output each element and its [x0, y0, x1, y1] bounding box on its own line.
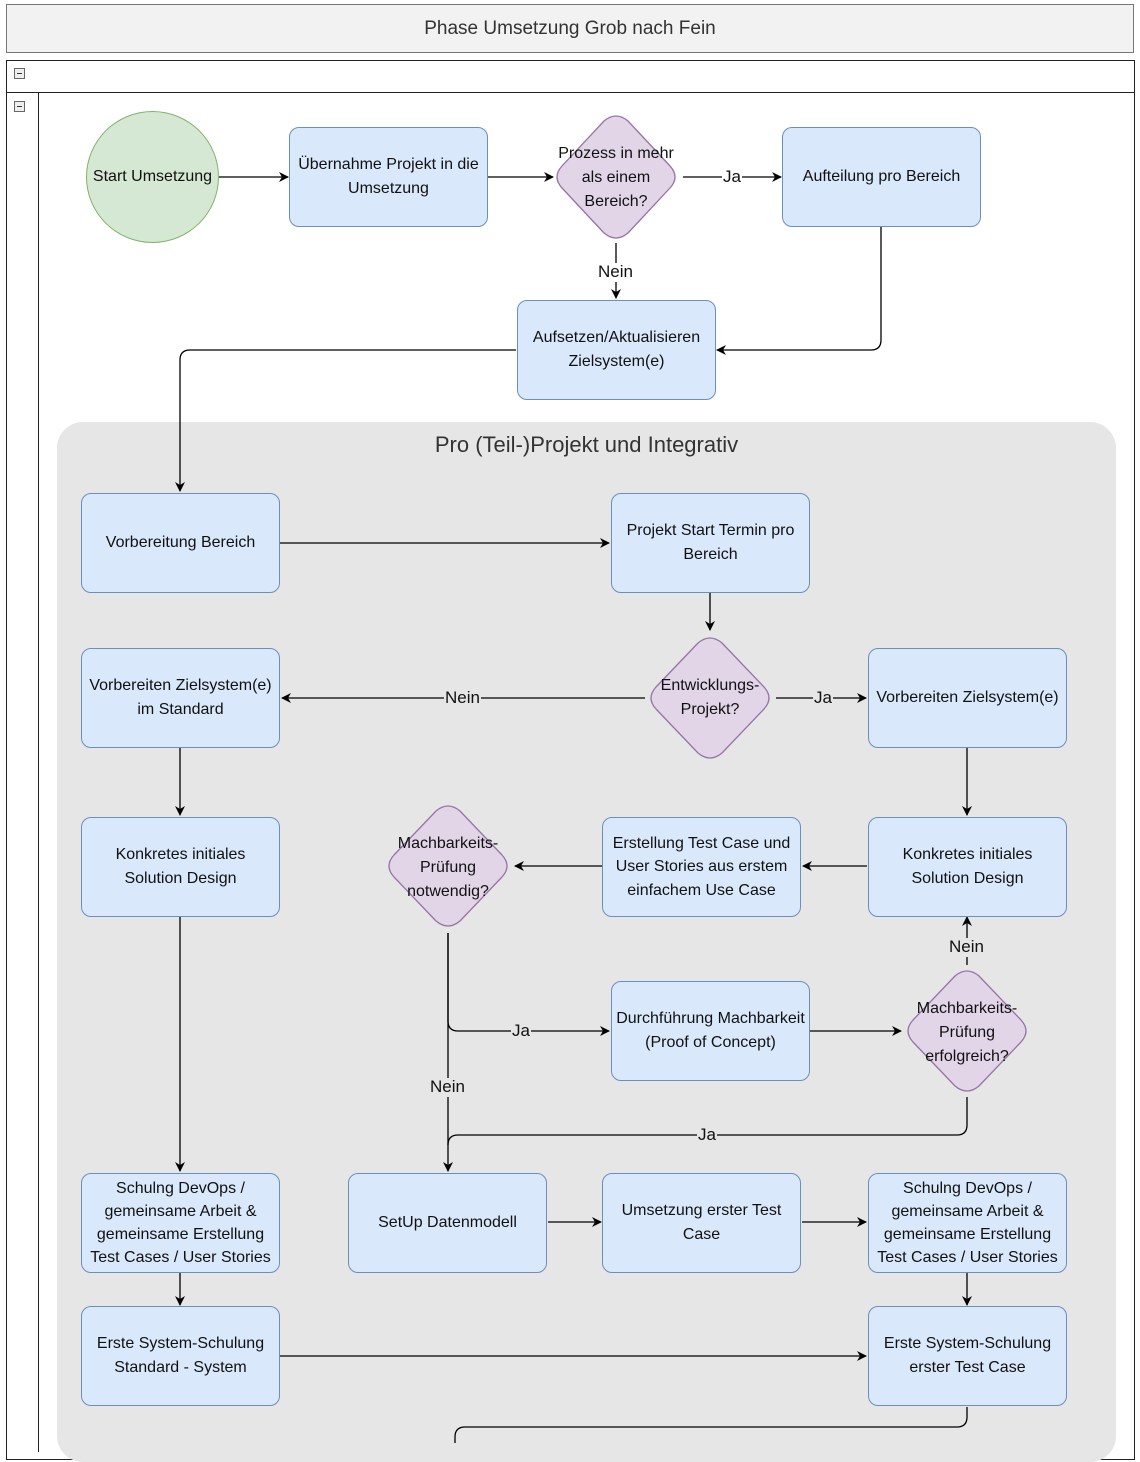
node-vorbereiten-ziel[interactable]: Vorbereiten Zielsystem(e): [868, 648, 1067, 748]
edge-label-mach-ja: Ja: [511, 1021, 531, 1041]
group-container: [57, 422, 1116, 1462]
node-schulung-left[interactable]: Schulng DevOps / gemeinsame Arbeit & gem…: [81, 1173, 280, 1273]
decision-machbarkeit-erfolg: [907, 970, 1027, 1092]
edge-label-entw-ja: Ja: [813, 688, 833, 708]
edge-label-prozess-nein: Nein: [597, 262, 634, 282]
edge-label-erfolg-nein: Nein: [948, 937, 985, 957]
edge-erfolg-setup: [447, 1097, 968, 1146]
node-erste-right[interactable]: Erste System-Schulung erster Test Case: [868, 1306, 1067, 1406]
edge-label-erfolg-ja: Ja: [697, 1125, 717, 1145]
node-erstellung-test[interactable]: Erstellung Test Case und User Stories au…: [602, 817, 801, 917]
node-konkret-left[interactable]: Konkretes initiales Solution Design: [81, 817, 280, 917]
node-uebernahme[interactable]: Übernahme Projekt in die Umsetzung: [289, 127, 488, 227]
node-konkret-right[interactable]: Konkretes initiales Solution Design: [868, 817, 1067, 917]
edge-label-entw-nein: Nein: [444, 688, 481, 708]
edge-aufsetzen-vorbereitung: [175, 349, 516, 492]
decision-machbarkeit-erfolg-label[interactable]: Machbarkeits-Prüfung erfolgreich?: [916, 999, 1018, 1065]
node-schulung-right[interactable]: Schulng DevOps / gemeinsame Arbeit & gem…: [868, 1173, 1067, 1273]
edge-aufteilung-aufsetzen: [716, 227, 882, 355]
decision-prozess: [556, 115, 676, 239]
edge-machbarkeit-durchfuehrung: [447, 933, 610, 1036]
node-projekt-start[interactable]: Projekt Start Termin pro Bereich: [611, 493, 810, 593]
group-title: Pro (Teil-)Projekt und Integrativ: [434, 432, 739, 457]
node-aufsetzen[interactable]: Aufsetzen/Aktualisieren Zielsystem(e): [517, 300, 716, 400]
decision-entwicklung-label[interactable]: Entwicklungs-Projekt?: [660, 677, 760, 718]
decision-prozess-label[interactable]: Prozess in mehr als einem Bereich?: [558, 144, 674, 210]
collapse-lane-2-icon[interactable]: [14, 101, 25, 112]
node-erste-left[interactable]: Erste System-Schulung Standard - System: [81, 1306, 280, 1406]
lane-divider: [6, 92, 1135, 93]
collapse-lane-1-icon[interactable]: [14, 68, 25, 79]
decision-entwicklung: [650, 637, 770, 759]
node-umsetzung-test[interactable]: Umsetzung erster Test Case: [602, 1173, 801, 1273]
edge-label-prozess-ja: Ja: [722, 167, 742, 187]
decision-machbarkeit-notwendig: [388, 805, 508, 927]
node-durchfuehrung[interactable]: Durchführung Machbarkeit (Proof of Conce…: [611, 981, 810, 1081]
node-aufteilung[interactable]: Aufteilung pro Bereich: [782, 127, 981, 227]
diagram-title: Phase Umsetzung Grob nach Fein: [6, 4, 1134, 53]
edge-label-mach-nein: Nein: [429, 1077, 466, 1097]
decision-machbarkeit-notwendig-label[interactable]: Machbarkeits-Prüfung notwendig?: [397, 834, 499, 900]
start-node[interactable]: Start Umsetzung: [86, 111, 219, 243]
edge-ersteright-continue: [454, 1407, 968, 1443]
node-setup-datenmodell[interactable]: SetUp Datenmodell: [348, 1173, 547, 1273]
lane-header-divider: [38, 92, 39, 1452]
node-vorbereitung-bereich[interactable]: Vorbereitung Bereich: [81, 493, 280, 593]
node-vorbereiten-standard[interactable]: Vorbereiten Zielsystem(e) im Standard: [81, 648, 280, 748]
